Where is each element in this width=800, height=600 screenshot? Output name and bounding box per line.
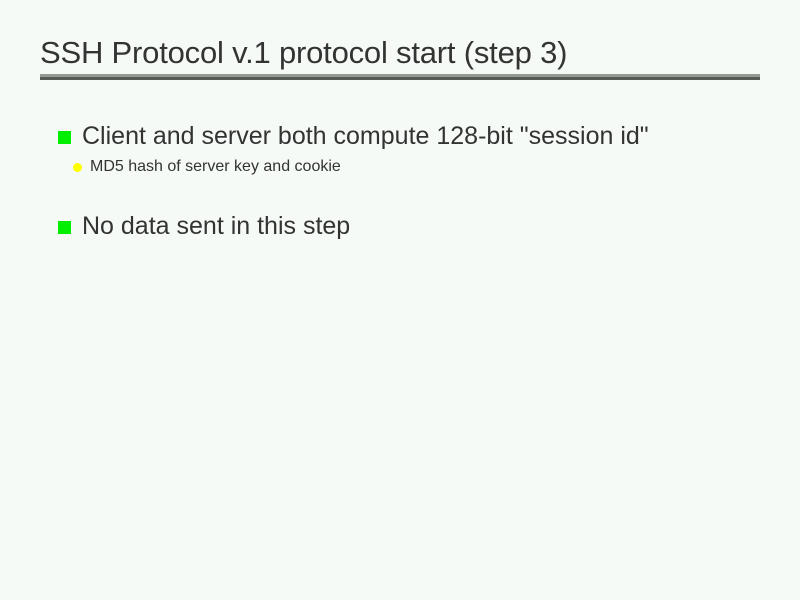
bullet-group-spacer bbox=[0, 180, 800, 208]
sub-list-item: MD5 hash of server key and cookie bbox=[0, 154, 800, 180]
list-item: No data sent in this step bbox=[0, 208, 800, 244]
title-divider-top-line bbox=[40, 74, 760, 77]
slide-body: Client and server both compute 128-bit "… bbox=[0, 118, 800, 244]
list-item: Client and server both compute 128-bit "… bbox=[0, 118, 800, 154]
green-square-bullet-icon bbox=[58, 131, 71, 144]
sub-list-item-label: MD5 hash of server key and cookie bbox=[90, 158, 341, 175]
list-item-label: Client and server both compute 128-bit "… bbox=[82, 122, 649, 150]
title-divider-bottom-line bbox=[40, 77, 760, 80]
page-title: SSH Protocol v.1 protocol start (step 3) bbox=[40, 35, 568, 70]
title-divider bbox=[40, 74, 760, 80]
slide-title-block: SSH Protocol v.1 protocol start (step 3) bbox=[40, 34, 760, 72]
list-item-label: No data sent in this step bbox=[82, 212, 351, 240]
green-square-bullet-icon bbox=[58, 221, 71, 234]
yellow-dot-bullet-icon bbox=[73, 163, 82, 172]
